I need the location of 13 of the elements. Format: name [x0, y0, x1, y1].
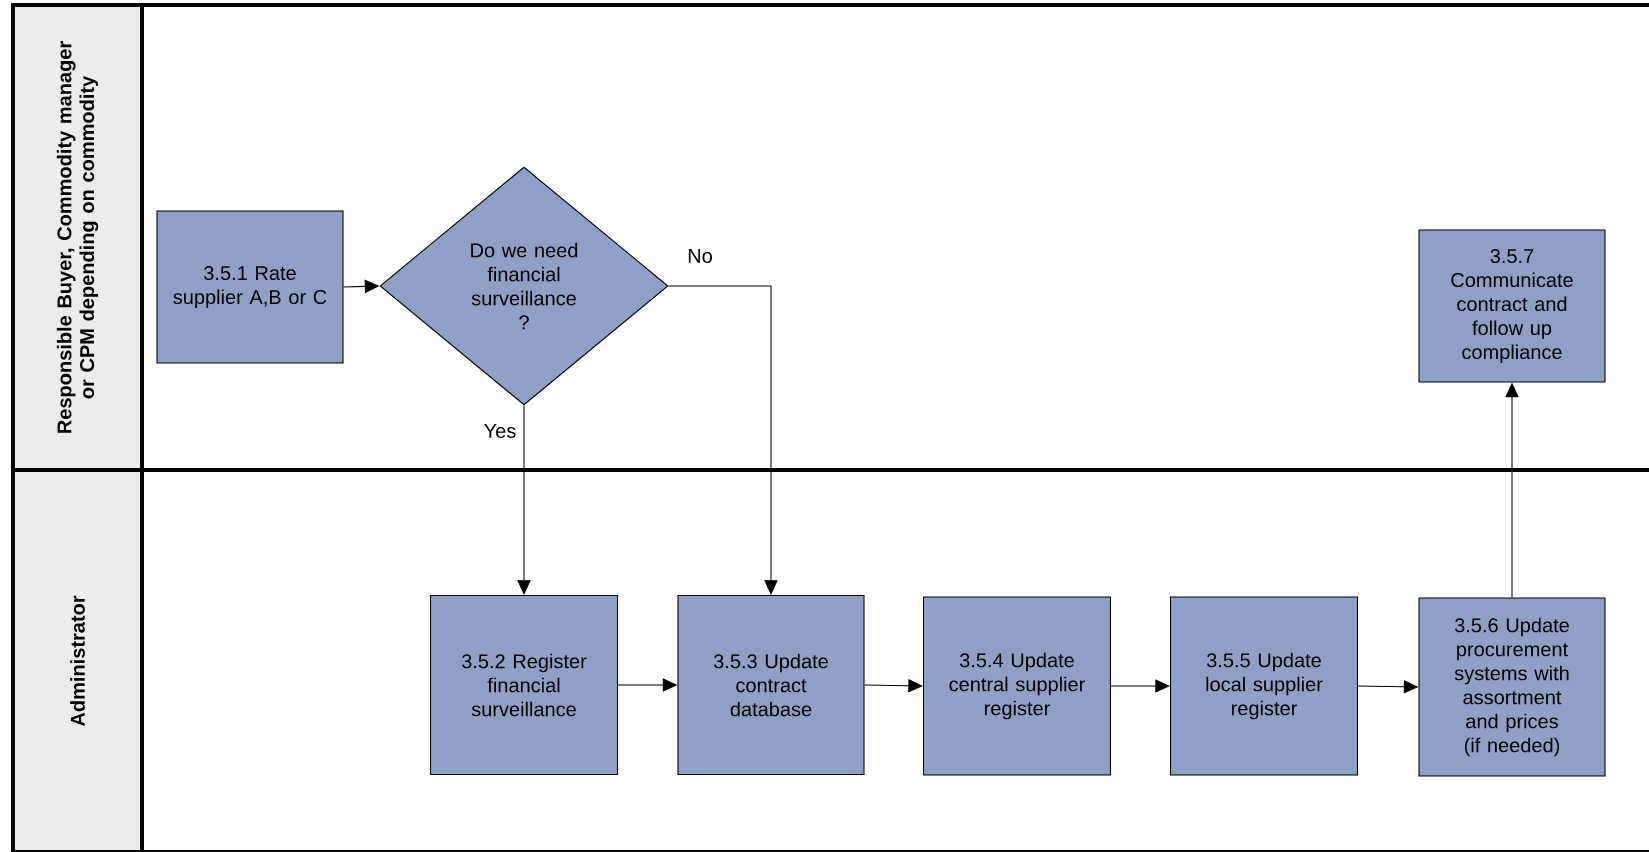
arrow	[1110, 679, 1170, 693]
process-box: 3.5.6 Update procurement systems with assortment and prices (if needed)	[1418, 597, 1606, 777]
process-box: 3.5.3 Update contract database	[677, 595, 865, 775]
arrow	[668, 285, 778, 595]
arrow	[517, 405, 531, 595]
edge-label: No	[684, 246, 716, 266]
process-box: 3.5.4 Update central supplier register	[923, 596, 1111, 776]
process-box: 3.5.7 Communicate contract and follow up compliance	[1418, 229, 1606, 383]
arrow	[864, 678, 923, 693]
edge-label: Yes	[481, 421, 519, 441]
process-box: 3.5.2 Register financial surveillance	[430, 595, 618, 775]
process-box: 3.5.1 Rate supplier A,B or C	[156, 210, 344, 364]
process-box: 3.5.5 Update local supplier register	[1170, 596, 1358, 776]
